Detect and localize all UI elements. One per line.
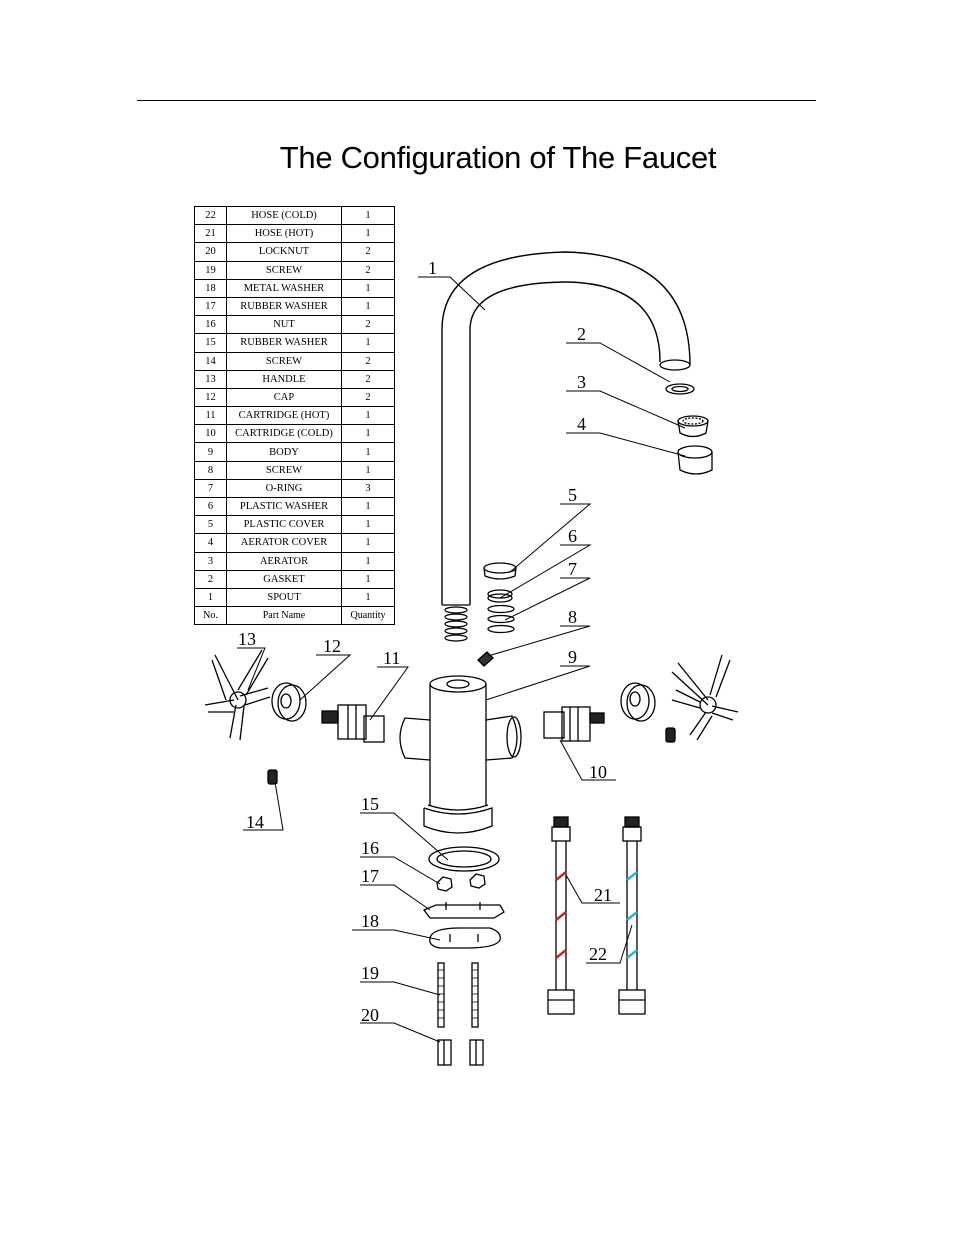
callout-11: 11 (383, 648, 400, 668)
part-name-cell: CARTRIDGE (COLD) (226, 424, 342, 444)
handle-screw-part (267, 727, 676, 785)
cartridge-hot-part (321, 704, 385, 743)
part-name-cell: O-RING (226, 478, 342, 499)
callout-17: 17 (361, 866, 379, 886)
callout-9: 9 (568, 647, 577, 667)
part-quantity-cell: 2 (341, 387, 395, 408)
part-quantity-cell: 3 (341, 478, 395, 499)
plastic-cover-part (483, 562, 517, 580)
header-quantity: Quantity (341, 606, 395, 626)
callout-1: 1 (428, 258, 437, 278)
cartridge-cold-part (543, 706, 605, 742)
callout-15: 15 (361, 794, 379, 814)
callout-19: 19 (361, 963, 379, 983)
screw-rod-part (437, 962, 479, 1028)
callout-4: 4 (577, 414, 586, 434)
part-quantity-cell: 1 (341, 406, 395, 426)
callout-16: 16 (361, 838, 379, 858)
part-name-cell: METAL WASHER (226, 278, 342, 298)
part-quantity-cell: 2 (341, 315, 395, 335)
aerator-part (677, 415, 709, 438)
handle-right-part (671, 654, 739, 741)
part-quantity-cell: 1 (341, 333, 395, 353)
part-quantity-cell: 2 (341, 260, 395, 280)
part-quantity-cell: 2 (341, 242, 395, 262)
gasket-part (665, 383, 695, 395)
body-part (399, 675, 522, 834)
page-title: The Configuration of The Faucet (279, 140, 717, 175)
callout-6: 6 (568, 526, 577, 546)
part-number-cell: 13 (194, 369, 227, 389)
callout-8: 8 (568, 607, 577, 627)
callout-5: 5 (568, 485, 577, 505)
part-quantity-cell: 1 (341, 424, 395, 444)
callout-labels: 1 2 3 4 5 6 7 8 9 10 11 12 13 14 15 16 1… (238, 258, 612, 1025)
part-name-cell: HANDLE (226, 369, 342, 389)
header-rule (137, 100, 816, 101)
body-screw-part (477, 651, 494, 667)
callout-12: 12 (323, 636, 341, 656)
locknut-part (437, 1039, 484, 1066)
part-quantity-cell: 2 (341, 351, 395, 371)
callout-13: 13 (238, 629, 256, 649)
callout-3: 3 (577, 372, 586, 392)
part-quantity-cell: 1 (341, 460, 395, 480)
callout-2: 2 (577, 324, 586, 344)
callout-14: 14 (246, 812, 264, 832)
rubber-washer-top-part (428, 846, 500, 872)
metal-washer-part (429, 927, 501, 949)
leader-lines (237, 276, 686, 1043)
spout-part (441, 251, 691, 642)
hose-cold-part (618, 816, 646, 1015)
part-number-cell: 20 (194, 242, 227, 262)
rubber-washer-bottom-part (422, 902, 505, 919)
handle-left-part (204, 649, 271, 741)
part-quantity-cell: 1 (341, 442, 395, 462)
hose-hot-part (547, 816, 575, 1015)
callout-20: 20 (361, 1005, 379, 1025)
cap-right-part (620, 682, 656, 722)
callout-21: 21 (594, 885, 612, 905)
callout-7: 7 (568, 559, 577, 579)
nut-part (436, 873, 486, 892)
callout-18: 18 (361, 911, 379, 931)
part-number-cell: 12 (194, 387, 227, 408)
part-quantity-cell: 2 (341, 369, 395, 389)
callout-10: 10 (589, 762, 607, 782)
part-name-cell: SCREW (226, 260, 342, 280)
part-quantity-cell: 1 (341, 296, 395, 317)
cap-left-part (271, 682, 307, 722)
callout-22: 22 (589, 944, 607, 964)
aerator-cover-part (677, 445, 713, 475)
o-ring-part (487, 604, 515, 634)
part-name-cell: BODY (226, 442, 342, 462)
part-quantity-cell: 1 (341, 278, 395, 298)
plastic-washer-part (487, 589, 513, 603)
